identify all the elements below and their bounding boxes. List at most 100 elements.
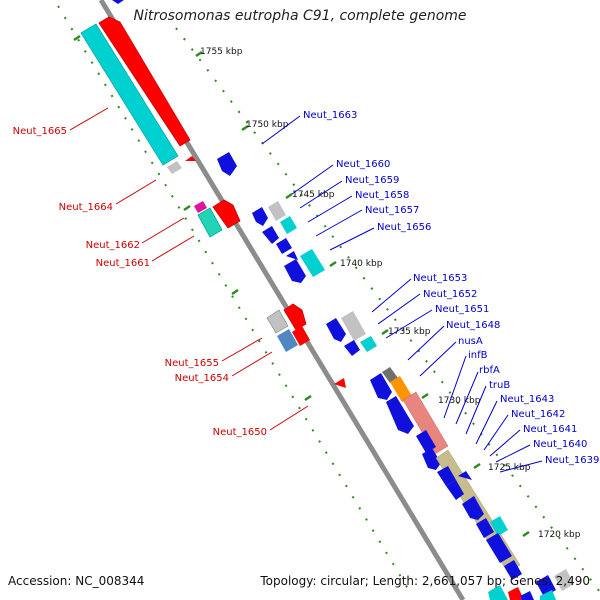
cds-feature xyxy=(416,430,436,453)
cds-feature xyxy=(292,326,310,346)
misc-feature xyxy=(382,367,398,383)
genome-summary-label: Topology: circular; Length: 2,661,057 bp… xyxy=(260,574,590,588)
label-connector xyxy=(465,385,487,435)
tick-mark xyxy=(195,50,203,58)
label-connector xyxy=(315,209,363,237)
gene-label[interactable]: Neut_1648 xyxy=(446,320,500,331)
label-connector xyxy=(489,429,521,457)
scale-label: 1755 kbp xyxy=(200,47,243,57)
cds-feature xyxy=(185,156,196,161)
cds-feature xyxy=(344,340,360,356)
misc-feature xyxy=(390,376,412,402)
scale-labels: 1755 kbp 1750 kbp 1745 kbp 1740 kbp 1735… xyxy=(200,47,581,540)
tick-mark xyxy=(473,462,481,470)
gene-label[interactable]: Neut_1639 xyxy=(545,455,599,466)
gene-label[interactable]: Neut_1654 xyxy=(175,373,229,384)
forward-strand-features xyxy=(80,16,346,388)
scale-label: 1730 kbp xyxy=(438,396,481,406)
rrna-feature xyxy=(488,585,508,600)
label-connector xyxy=(377,293,421,325)
gene-label[interactable]: Neut_1650 xyxy=(213,427,267,438)
tick-mark xyxy=(329,260,337,268)
cds-feature xyxy=(217,152,237,176)
gene-label[interactable]: Neut_1655 xyxy=(165,358,219,369)
cds-feature xyxy=(370,373,392,400)
cds-feature xyxy=(112,0,124,4)
gene-label[interactable]: Neut_1658 xyxy=(355,190,409,201)
cds-feature xyxy=(286,251,298,260)
label-connector xyxy=(115,179,157,205)
misc-feature xyxy=(194,201,207,213)
label-connector xyxy=(141,217,185,244)
reverse-strand-features xyxy=(112,0,574,600)
tick-mark xyxy=(522,530,530,538)
outer-guide-ring xyxy=(57,5,411,593)
rrna-feature xyxy=(540,590,556,600)
cds-feature xyxy=(486,533,512,563)
gene-label[interactable]: truB xyxy=(489,380,510,391)
gene-label[interactable]: Neut_1660 xyxy=(336,159,390,170)
reverse-label-connectors xyxy=(261,115,543,473)
cds-feature xyxy=(212,199,241,229)
label-connector xyxy=(69,107,109,131)
misc-feature xyxy=(277,329,298,352)
gene-label[interactable]: Neut_1659 xyxy=(345,175,399,186)
gene-label[interactable]: Neut_1657 xyxy=(365,205,419,216)
accession-label: Accession: NC_008344 xyxy=(8,574,145,588)
gene-label[interactable]: Neut_1651 xyxy=(435,304,489,315)
cds-feature xyxy=(283,303,307,331)
forward-label-connectors xyxy=(69,107,309,431)
rrna-feature xyxy=(490,516,508,536)
tick-mark xyxy=(304,394,312,402)
cds-feature xyxy=(262,226,279,244)
scale-label: 1720 kbp xyxy=(538,530,581,540)
misc-feature xyxy=(266,309,289,334)
scale-label: 1735 kbp xyxy=(388,327,431,337)
misc-feature xyxy=(268,201,286,221)
gene-label[interactable]: Neut_1653 xyxy=(413,273,467,284)
tick-mark xyxy=(183,204,191,212)
misc-feature xyxy=(197,207,223,238)
rrna-feature xyxy=(360,336,377,352)
label-connector xyxy=(307,195,353,223)
label-connector xyxy=(269,405,309,431)
cds-feature xyxy=(284,259,306,283)
tick-mark xyxy=(73,34,81,42)
tick-mark xyxy=(231,288,239,296)
cds-feature xyxy=(504,560,522,580)
scale-label: 1740 kbp xyxy=(340,259,383,269)
gene-label[interactable]: Neut_1641 xyxy=(523,424,577,435)
label-connector xyxy=(495,444,531,463)
misc-feature xyxy=(167,161,182,174)
reverse-gene-labels: Neut_1663 Neut_1660 Neut_1659 Neut_1658 … xyxy=(303,110,599,466)
gene-label[interactable]: rbfA xyxy=(479,365,500,376)
gene-label[interactable]: Neut_1642 xyxy=(511,409,565,420)
gene-label[interactable]: Neut_1663 xyxy=(303,110,357,121)
gene-label[interactable]: Neut_1643 xyxy=(500,394,554,405)
label-connector xyxy=(443,355,467,419)
cds-feature xyxy=(422,448,441,470)
cds-feature xyxy=(386,396,414,434)
gene-label[interactable]: Neut_1664 xyxy=(59,202,113,213)
label-connector xyxy=(221,337,263,362)
cds-feature xyxy=(98,16,191,147)
label-connector xyxy=(371,278,412,313)
gene-label[interactable]: Neut_1662 xyxy=(86,240,140,251)
label-connector xyxy=(407,325,445,361)
gene-label[interactable]: Neut_1652 xyxy=(423,289,477,300)
misc-feature xyxy=(341,311,366,341)
gene-label[interactable]: Neut_1656 xyxy=(377,222,431,233)
gene-label[interactable]: Neut_1665 xyxy=(13,126,67,137)
tick-mark xyxy=(421,392,429,400)
label-connector xyxy=(385,309,433,339)
gene-label[interactable]: infB xyxy=(468,350,488,361)
map-title: Nitrosomonas eutropha C91, complete geno… xyxy=(133,8,467,24)
cds-feature xyxy=(326,318,346,342)
label-connector xyxy=(261,115,301,145)
gene-label[interactable]: Neut_1661 xyxy=(96,258,150,269)
label-connector xyxy=(291,164,334,195)
gene-label[interactable]: nusA xyxy=(458,336,483,347)
scale-label: 1745 kbp xyxy=(292,190,335,200)
gene-label[interactable]: Neut_1640 xyxy=(533,439,587,450)
